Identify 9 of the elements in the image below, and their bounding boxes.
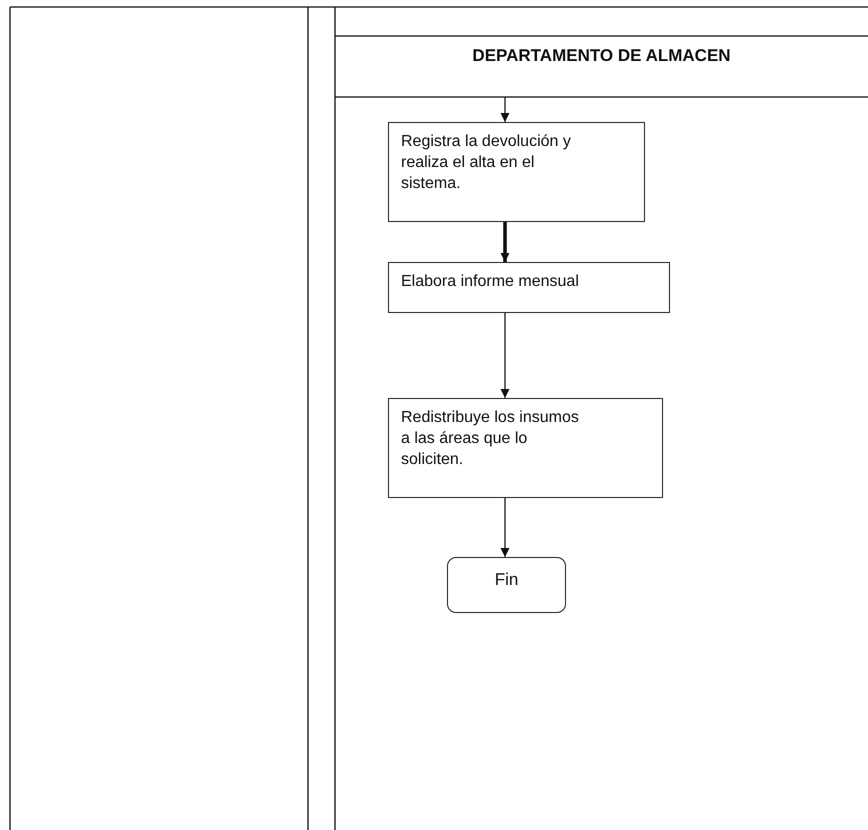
arrow <box>500 313 510 398</box>
terminal-box: Fin <box>447 557 566 613</box>
arrow <box>500 222 510 262</box>
arrow <box>500 97 510 122</box>
process-box: Registra la devolución y realiza el alta en el sistema. <box>388 122 645 222</box>
process-box: Redistribuye los insumos a las áreas que lo soliciten. <box>388 398 663 498</box>
lane-header: DEPARTAMENTO DE ALMACEN <box>337 36 866 97</box>
process-box: Elabora informe mensual <box>388 262 670 313</box>
arrow <box>500 498 510 557</box>
